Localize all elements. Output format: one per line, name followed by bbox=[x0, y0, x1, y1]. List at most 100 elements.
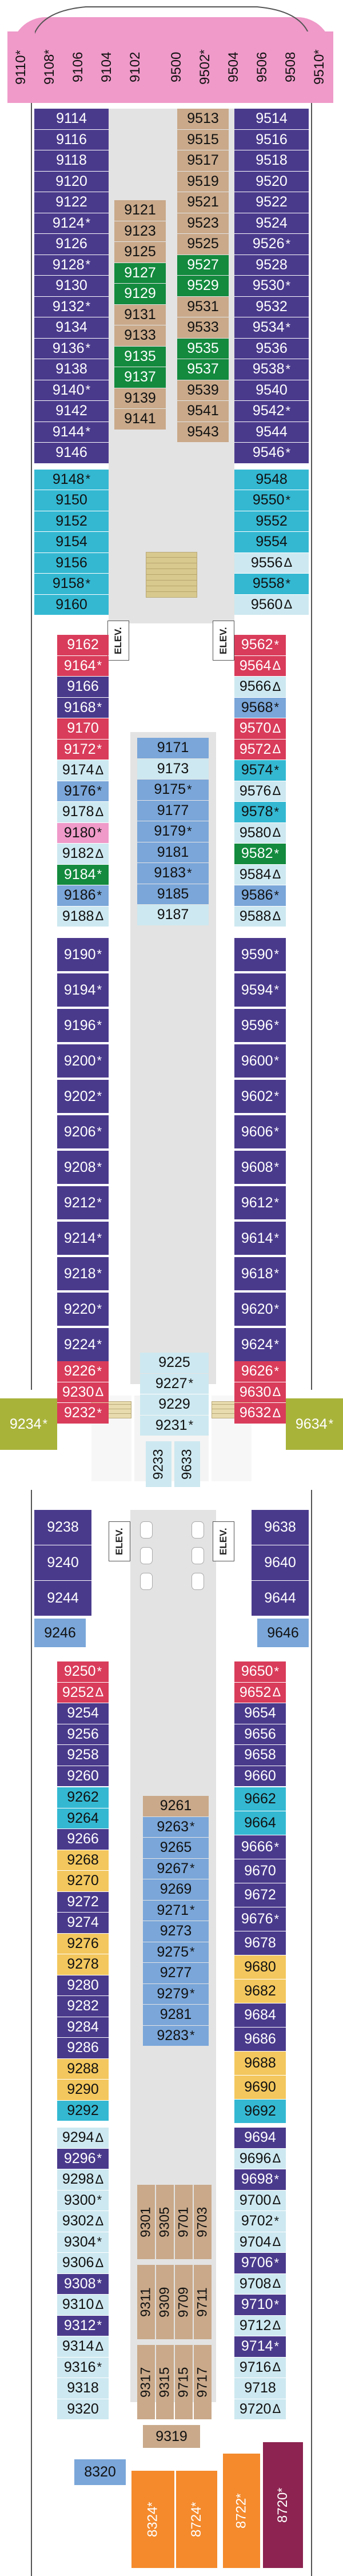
cabin-9660[interactable]: 9660 bbox=[234, 1766, 286, 1786]
cabin-9202[interactable]: 9202* bbox=[57, 1080, 109, 1113]
cabin-9250[interactable]: 9250* bbox=[57, 1661, 109, 1682]
cabin-9150[interactable]: 9150 bbox=[34, 490, 109, 511]
cabin-9640[interactable]: 9640 bbox=[252, 1545, 309, 1580]
cabin-9256[interactable]: 9256 bbox=[57, 1724, 109, 1744]
cabin-9136[interactable]: 9136* bbox=[34, 338, 109, 359]
cabin-9502[interactable]: 9502* bbox=[192, 31, 219, 103]
cabin-9520[interactable]: 9520 bbox=[234, 171, 309, 192]
cabin-9229[interactable]: 9229 bbox=[140, 1394, 209, 1415]
cabin-9554[interactable]: 9554 bbox=[234, 532, 309, 552]
cabin-9282[interactable]: 9282 bbox=[57, 1996, 109, 2017]
cabin-9305[interactable]: 9305 bbox=[156, 2185, 174, 2259]
cabin-9500[interactable]: 9500 bbox=[163, 31, 190, 103]
cabin-9718[interactable]: 9718 bbox=[234, 2378, 286, 2399]
cabin-9586[interactable]: 9586* bbox=[234, 885, 286, 906]
cabin-9238[interactable]: 9238 bbox=[34, 1510, 91, 1545]
cabin-9179[interactable]: 9179* bbox=[137, 821, 209, 842]
cabin-9281[interactable]: 9281 bbox=[143, 2005, 209, 2025]
cabin-9634[interactable]: 9634* bbox=[286, 1398, 343, 1450]
cabin-9265[interactable]: 9265 bbox=[143, 1838, 209, 1858]
cabin-9552[interactable]: 9552 bbox=[234, 511, 309, 531]
cabin-9286[interactable]: 9286 bbox=[57, 2038, 109, 2058]
cabin-9620[interactable]: 9620* bbox=[234, 1293, 286, 1326]
cabin-9654[interactable]: 9654 bbox=[234, 1703, 286, 1724]
cabin-9270[interactable]: 9270 bbox=[57, 1871, 109, 1891]
cabin-9578[interactable]: 9578* bbox=[234, 802, 286, 822]
cabin-9196[interactable]: 9196* bbox=[57, 1009, 109, 1042]
cabin-9608[interactable]: 9608* bbox=[234, 1151, 286, 1184]
cabin-9130[interactable]: 9130 bbox=[34, 276, 109, 296]
cabin-9164[interactable]: 9164* bbox=[57, 655, 109, 676]
cabin-9154[interactable]: 9154 bbox=[34, 532, 109, 552]
cabin-9133[interactable]: 9133 bbox=[114, 325, 166, 346]
cabin-9529[interactable]: 9529 bbox=[177, 276, 229, 296]
cabin-9141[interactable]: 9141 bbox=[114, 409, 166, 430]
cabin-9262[interactable]: 9262 bbox=[57, 1787, 109, 1808]
cabin-9170[interactable]: 9170 bbox=[57, 718, 109, 739]
cabin-9666[interactable]: 9666* bbox=[234, 1835, 286, 1859]
cabin-9540[interactable]: 9540 bbox=[234, 380, 309, 400]
cabin-9606[interactable]: 9606* bbox=[234, 1115, 286, 1148]
cabin-9227[interactable]: 9227* bbox=[140, 1373, 209, 1394]
cabin-9138[interactable]: 9138 bbox=[34, 359, 109, 380]
cabin-9517[interactable]: 9517 bbox=[177, 150, 229, 171]
cabin-9279[interactable]: 9279* bbox=[143, 1983, 209, 2004]
cabin-9717[interactable]: 9717 bbox=[194, 2345, 212, 2419]
cabin-9703[interactable]: 9703 bbox=[194, 2185, 212, 2259]
cabin-9272[interactable]: 9272 bbox=[57, 1891, 109, 1912]
cabin-9175[interactable]: 9175* bbox=[137, 780, 209, 800]
cabin-9142[interactable]: 9142 bbox=[34, 401, 109, 422]
cabin-9121[interactable]: 9121 bbox=[114, 200, 166, 221]
cabin-9504[interactable]: 9504 bbox=[220, 31, 248, 103]
cabin-9309[interactable]: 9309 bbox=[156, 2265, 174, 2339]
cabin-9258[interactable]: 9258 bbox=[57, 1745, 109, 1766]
cabin-9528[interactable]: 9528 bbox=[234, 255, 309, 275]
cabin-9656[interactable]: 9656 bbox=[234, 1724, 286, 1744]
cabin-8320[interactable]: 8320 bbox=[74, 2459, 126, 2485]
cabin-9268[interactable]: 9268 bbox=[57, 1850, 109, 1870]
cabin-9602[interactable]: 9602* bbox=[234, 1080, 286, 1113]
cabin-9276[interactable]: 9276 bbox=[57, 1933, 109, 1954]
cabin-9320[interactable]: 9320 bbox=[57, 2399, 109, 2419]
cabin-9274[interactable]: 9274 bbox=[57, 1913, 109, 1933]
cabin-9533[interactable]: 9533 bbox=[177, 317, 229, 338]
cabin-9140[interactable]: 9140* bbox=[34, 380, 109, 400]
cabin-9280[interactable]: 9280 bbox=[57, 1975, 109, 1995]
cabin-9543[interactable]: 9543 bbox=[177, 422, 229, 442]
cabin-9264[interactable]: 9264 bbox=[57, 1808, 109, 1828]
cabin-9710[interactable]: 9710* bbox=[234, 2295, 286, 2315]
cabin-9318[interactable]: 9318 bbox=[57, 2378, 109, 2399]
cabin-9670[interactable]: 9670 bbox=[234, 1859, 286, 1883]
cabin-9686[interactable]: 9686 bbox=[234, 2028, 286, 2051]
cabin-9550[interactable]: 9550* bbox=[234, 490, 309, 511]
cabin-9508[interactable]: 9508 bbox=[277, 31, 305, 103]
cabin-9208[interactable]: 9208* bbox=[57, 1151, 109, 1184]
cabin-9108[interactable]: 9108* bbox=[36, 31, 63, 103]
cabin-9172[interactable]: 9172* bbox=[57, 739, 109, 760]
cabin-9506[interactable]: 9506 bbox=[249, 31, 276, 103]
cabin-9267[interactable]: 9267* bbox=[143, 1858, 209, 1879]
cabin-9158[interactable]: 9158* bbox=[34, 574, 109, 594]
cabin-9173[interactable]: 9173 bbox=[137, 758, 209, 779]
cabin-9156[interactable]: 9156 bbox=[34, 552, 109, 573]
cabin-9538[interactable]: 9538* bbox=[234, 359, 309, 380]
cabin-9190[interactable]: 9190* bbox=[57, 938, 109, 971]
cabin-9171[interactable]: 9171 bbox=[137, 738, 209, 758]
cabin-9123[interactable]: 9123 bbox=[114, 221, 166, 241]
cabin-9596[interactable]: 9596* bbox=[234, 1009, 286, 1042]
cabin-9271[interactable]: 9271* bbox=[143, 1900, 209, 1921]
cabin-9521[interactable]: 9521 bbox=[177, 192, 229, 213]
cabin-9292[interactable]: 9292 bbox=[57, 2100, 109, 2121]
cabin-9682[interactable]: 9682 bbox=[234, 1979, 286, 2003]
